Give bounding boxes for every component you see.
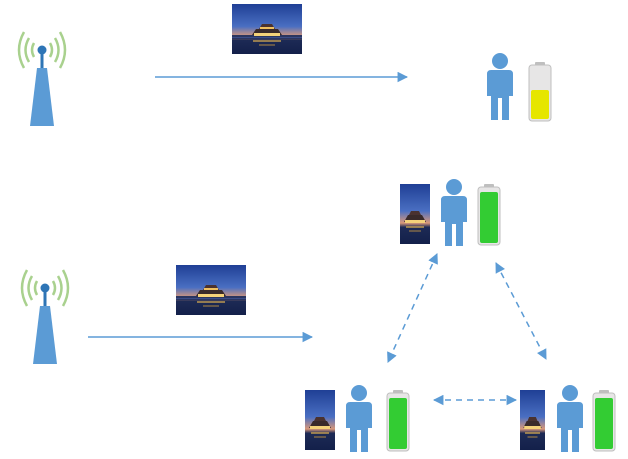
- scenario-broadcast-d2d: [20, 179, 616, 452]
- peer-link-arrow: [495, 262, 547, 360]
- cell-tower-icon: [17, 30, 67, 128]
- battery-icon: [592, 390, 616, 452]
- battery-icon: [386, 390, 410, 452]
- receiver-bottom-left: [305, 385, 410, 452]
- battery-fill: [595, 398, 613, 449]
- battery-fill: [480, 192, 498, 243]
- battery-icon: [477, 184, 501, 246]
- person-icon: [346, 385, 372, 452]
- receiver-top: [400, 179, 501, 246]
- landscape-photo-icon: [305, 390, 335, 450]
- receiver-bottom-right: [520, 385, 616, 452]
- landscape-photo-icon: [400, 184, 430, 244]
- battery-icon: [528, 62, 552, 122]
- person-icon: [441, 179, 467, 246]
- person-icon: [557, 385, 583, 452]
- battery-fill: [531, 90, 549, 119]
- landscape-photo-icon: [176, 265, 246, 315]
- scenario-broadcast-single: [17, 4, 552, 128]
- landscape-photo-icon: [520, 390, 545, 450]
- battery-fill: [389, 398, 407, 449]
- cell-tower-icon: [20, 268, 70, 366]
- person-icon: [487, 53, 513, 120]
- peer-link-arrow: [387, 253, 438, 363]
- landscape-photo-icon: [232, 4, 302, 54]
